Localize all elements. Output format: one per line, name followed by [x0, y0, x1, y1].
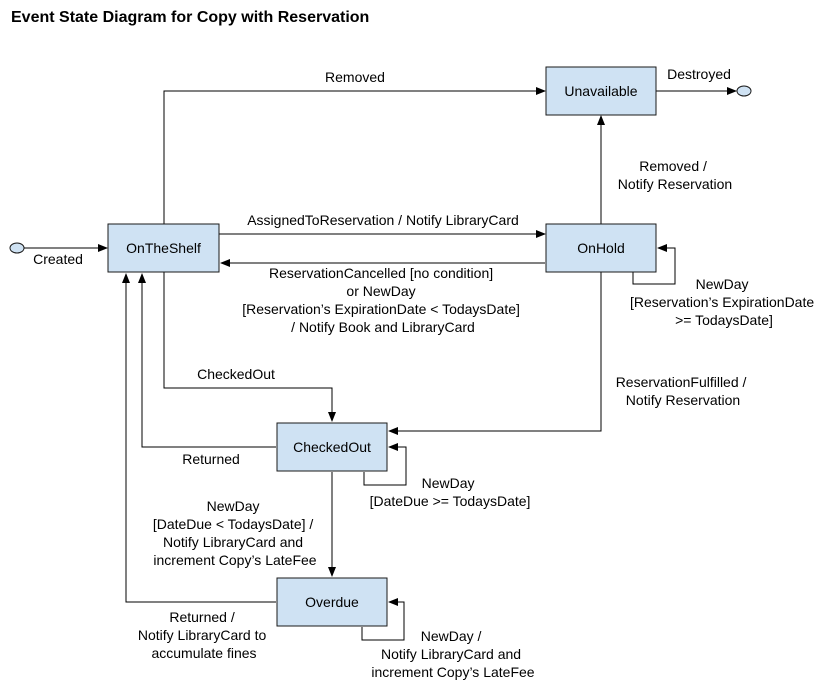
edge-fulfilled: [388, 272, 602, 435]
initial-state-node: [9, 242, 25, 254]
edge-overdue-newday: [361, 598, 405, 641]
label-overdue-returned: Returned / Notify LibraryCard to accumul…: [138, 609, 270, 661]
label-removed-notify: Removed / Notify Reservation: [618, 158, 732, 192]
edge-checkedout-newday: [363, 443, 407, 486]
edge-checked-out: [163, 272, 336, 422]
label-checked-out: CheckedOut: [197, 366, 275, 382]
label-returned: Returned: [182, 451, 240, 467]
state-unavailable: Unavailable: [545, 66, 657, 116]
label-checkedout-newday: NewDay [DateDue >= TodaysDate]: [370, 475, 531, 509]
edge-overdue-returned: [122, 273, 276, 603]
state-label: CheckedOut: [293, 439, 371, 455]
label-removed: Removed: [325, 69, 385, 85]
label-to-overdue: NewDay [DateDue < TodaysDate] / Notify L…: [153, 498, 317, 568]
state-label: Overdue: [305, 594, 359, 610]
label-cancelled: ReservationCancelled [no condition] or N…: [242, 265, 524, 335]
diagram-title: Event State Diagram for Copy with Reserv…: [11, 9, 369, 26]
label-fulfilled: ReservationFulfilled / Notify Reservatio…: [616, 374, 751, 408]
label-onhold-newday: NewDay [Reservation’s ExpirationDate >= …: [630, 276, 818, 328]
label-destroyed: Destroyed: [667, 66, 731, 82]
state-label: OnTheShelf: [126, 240, 201, 256]
edge-removed: [163, 87, 546, 224]
label-created: Created: [33, 251, 83, 267]
state-on-hold: OnHold: [545, 223, 657, 273]
state-on-the-shelf: OnTheShelf: [107, 223, 220, 273]
label-overdue-newday: NewDay / Notify LibraryCard and incremen…: [371, 628, 534, 680]
state-overdue: Overdue: [276, 577, 388, 627]
edge-returned: [138, 273, 276, 448]
label-assigned: AssignedToReservation / Notify LibraryCa…: [247, 212, 519, 228]
state-label: Unavailable: [564, 83, 637, 99]
state-label: OnHold: [577, 240, 624, 256]
final-state-node: [736, 85, 752, 97]
state-checked-out: CheckedOut: [276, 422, 388, 472]
edge-onhold-newday: [632, 244, 676, 285]
